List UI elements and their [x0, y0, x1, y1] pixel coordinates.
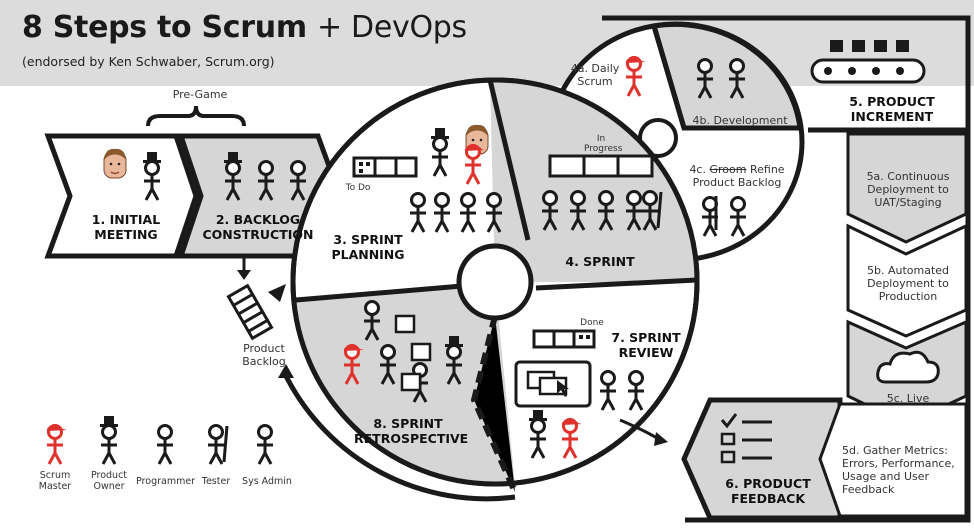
label-product-backlog: Product Backlog [242, 342, 286, 368]
title-plus: + DevOps [316, 10, 467, 45]
step-product-feedback: 6. PRODUCT FEEDBACK [725, 476, 811, 506]
checklist-icon [720, 413, 772, 464]
pregame-brace [146, 105, 246, 127]
cloud-icon [876, 350, 940, 384]
substep-continuous-deployment: 5a. Continuous Deployment to UAT/Staging [866, 170, 950, 209]
pregame-label: Pre-Game [172, 88, 228, 101]
substep-refine-strike: Groom [709, 163, 747, 176]
step-initial-meeting: 1. INITIAL MEETING [91, 212, 161, 242]
step-sprint-retrospective: 8. SPRINT RETROSPECTIVE [354, 416, 469, 446]
legend-product-owner: Product Owner [90, 470, 128, 492]
product-backlog-icon [226, 283, 274, 341]
title-main: 8 Steps to Scrum [22, 10, 307, 45]
substep-refine-rest: Refine Product Backlog [692, 163, 785, 189]
label-done: Done [580, 318, 604, 328]
substep-refine-num: 4c. [689, 163, 706, 176]
step-backlog-construction: 2. BACKLOG CONSTRUCTION [202, 212, 314, 242]
substep-development: 4b. Development [692, 114, 788, 127]
substep-live: 5c. Live [886, 392, 930, 405]
label-todo: To Do [345, 183, 371, 193]
return-arc [283, 374, 516, 502]
legend-programmer: Programmer [136, 476, 196, 487]
substep-gather-metrics: 5d. Gather Metrics: Errors, Performance,… [842, 444, 955, 496]
legend-tester: Tester [201, 476, 231, 487]
substep-refine-backlog: 4c. Groom Refine Product Backlog [680, 163, 794, 189]
step-sprint-review: 7. SPRINT REVIEW [611, 330, 681, 360]
conveyor-icon [810, 40, 926, 84]
label-in-progress: In Progress [584, 134, 623, 154]
step-product-increment: 5. PRODUCT INCREMENT [849, 94, 935, 124]
sprint-segment [490, 79, 697, 282]
substep-automated-deployment: 5b. Automated Deployment to Production [866, 264, 950, 303]
page-title: 8 Steps to Scrum + DevOps [22, 10, 467, 45]
page-subtitle: (endorsed by Ken Schwaber, Scrum.org) [22, 54, 275, 69]
substep-daily-scrum: 4a. Daily Scrum [570, 62, 620, 88]
legend-sys-admin: Sys Admin [242, 476, 292, 487]
step-sprint: 4. SPRINT [565, 254, 635, 269]
step-sprint-planning: 3. SPRINT PLANNING [331, 232, 405, 262]
legend-scrum-master: Scrum Master [38, 470, 72, 492]
